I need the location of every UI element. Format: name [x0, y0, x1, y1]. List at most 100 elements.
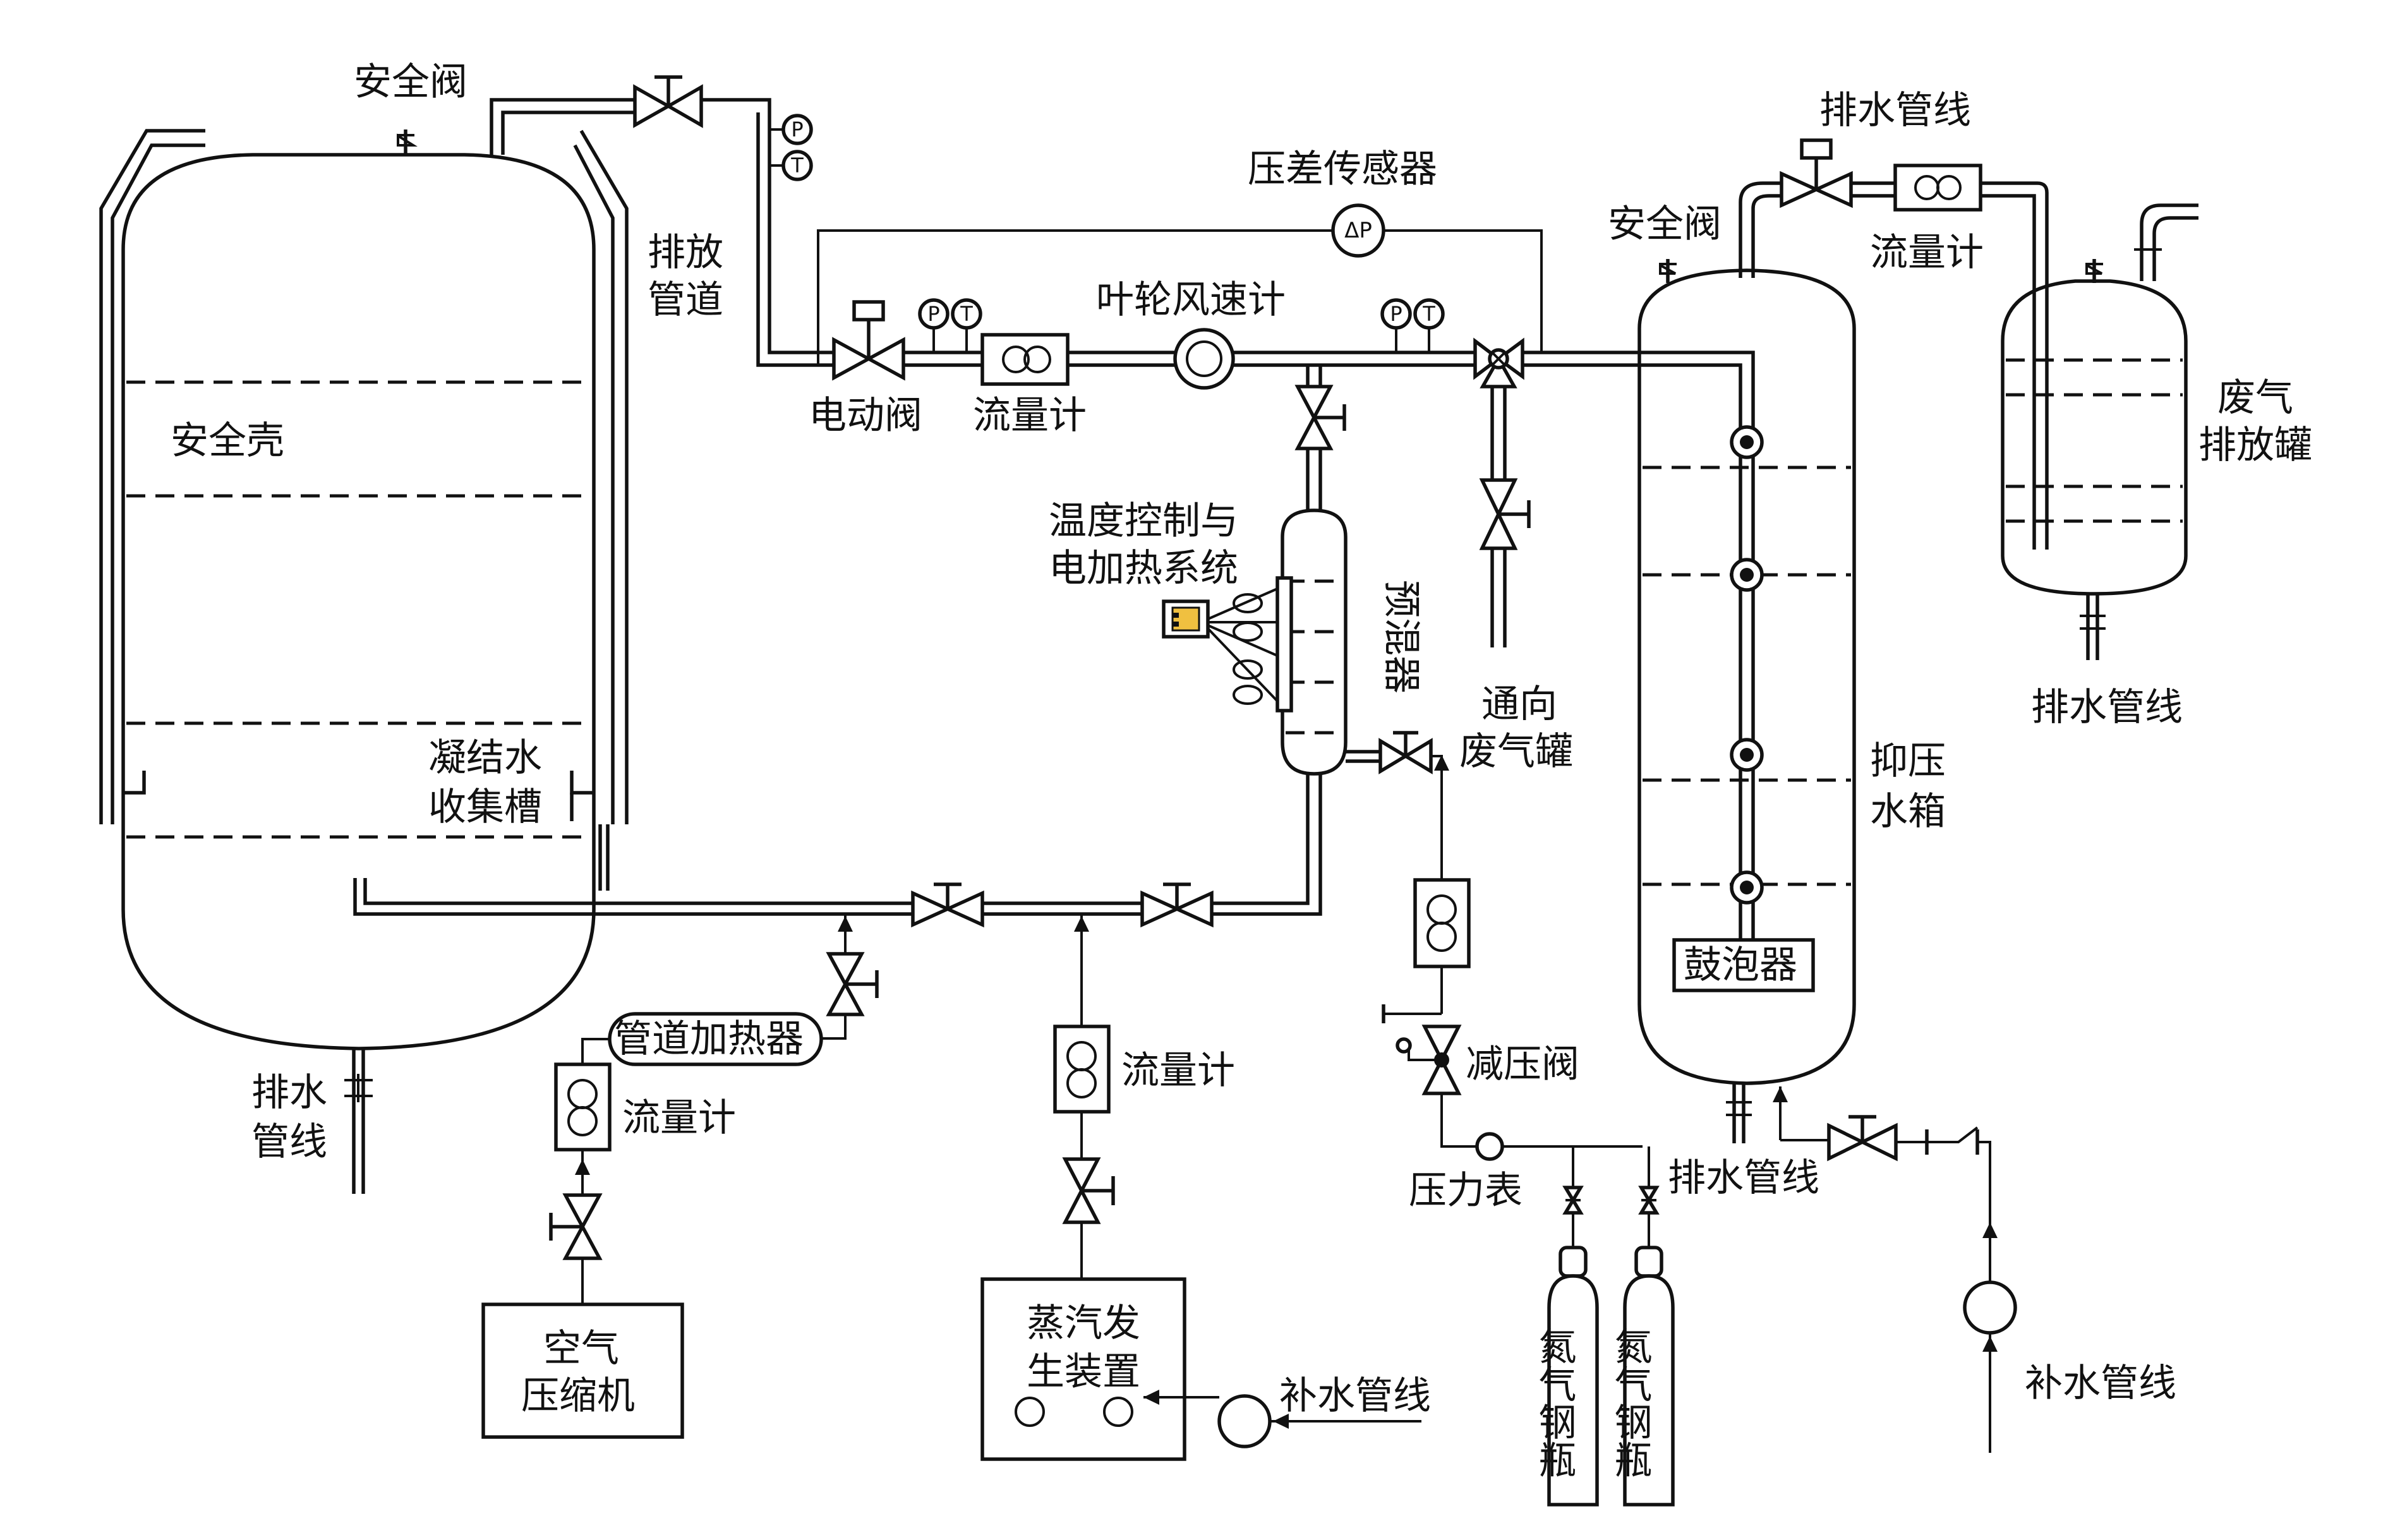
tank-drain-top-valve-icon[interactable]	[1780, 138, 1853, 208]
temp-control-label-2: 电加热系统	[1049, 546, 1238, 591]
steam-generator-box	[980, 1277, 1186, 1461]
air-compressor-label-2: 压缩机	[521, 1374, 635, 1418]
suppression-tank-vessel	[1637, 259, 1856, 1143]
air-flowmeter-icon	[554, 1062, 612, 1152]
steam-makeup-pump-icon	[1217, 1394, 1272, 1448]
premixer-vessel	[1275, 508, 1348, 776]
tank-makeup-label: 补水管线	[2025, 1361, 2176, 1405]
tank-makeup-gate-valve-icon[interactable]	[1827, 1115, 1898, 1162]
air-compressor-box	[481, 1302, 684, 1439]
n2-bottle-1-label: 氮气钢瓶	[1532, 1326, 1576, 1478]
electric-valve-icon[interactable]	[832, 300, 905, 381]
tank-top-outlet	[1739, 138, 2049, 550]
shell-drain-label-2: 管线	[251, 1120, 327, 1164]
steam-makeup-label: 补水管线	[1279, 1374, 1431, 1418]
left-t-symbol: T	[960, 302, 973, 326]
discharge-p-symbol: P	[791, 117, 803, 141]
waste-tank-label-2: 排放罐	[2198, 423, 2312, 467]
steam-generator-label-2: 生装置	[1027, 1350, 1140, 1394]
sparger-nozzle-icon	[1730, 425, 1764, 905]
anemometer-label: 叶轮风速计	[1096, 278, 1286, 322]
discharge-pipe-label-2: 管道	[648, 278, 723, 322]
pt-sensors-left: P T	[918, 298, 982, 352]
air-compressor-label-1: 空气	[543, 1326, 619, 1371]
main-top-pipeline	[903, 351, 1755, 940]
to-waste-tank-line	[1479, 387, 1531, 647]
condensate-trough-label-1: 凝结水	[428, 736, 542, 780]
steam-generator-label-1: 蒸汽发	[1027, 1301, 1140, 1345]
air-compressor-valve-icon[interactable]	[549, 1193, 603, 1260]
pt-sensors-right: P T	[1380, 298, 1445, 352]
tank-top-flowmeter-label: 流量计	[1870, 231, 1984, 275]
steam-supply-branch	[980, 914, 1421, 1461]
n2-cylinder-1-icon	[1547, 1246, 1599, 1507]
tank-drain-top-label: 排水管线	[1819, 88, 1971, 133]
electric-valve-label: 电动阀	[809, 394, 922, 438]
nitrogen-pressure-gauge-icon	[1475, 1132, 1504, 1161]
nitrogen-supply-branch	[1382, 878, 1675, 1507]
discharge-pipe: P T	[490, 75, 834, 367]
three-way-valve-icon[interactable]	[1473, 337, 1524, 388]
waste-gas-tank	[2001, 203, 2198, 660]
shell-drain-label-1: 排水	[251, 1071, 327, 1115]
discharge-gate-valve-icon[interactable]	[633, 75, 703, 128]
top-flowmeter-label: 流量计	[973, 394, 1087, 438]
tank-makeup-pump-icon	[1963, 1280, 2017, 1335]
tank-safety-valve-label: 安全阀	[1608, 202, 1722, 246]
pipe-heater-label: 管道加热器	[614, 1017, 804, 1061]
shell-safety-valve-icon	[397, 129, 418, 155]
to-waste-tank-label-1: 通向	[1481, 682, 1557, 726]
discharge-t-symbol: T	[790, 153, 804, 177]
suppression-tank-label-2: 水箱	[1870, 790, 1946, 834]
discharge-pressure-gauge-icon	[781, 114, 813, 145]
safety-shell-label: 安全壳	[171, 419, 284, 463]
condensate-trough-label-2: 收集槽	[428, 785, 542, 829]
premixer-drop-line	[1294, 365, 1346, 510]
dp-sensor-label: 压差传感器	[1248, 147, 1437, 191]
tank-safety-valve-icon	[1659, 263, 1676, 275]
bubbler-label: 鼓泡器	[1684, 943, 1797, 987]
air-supply-branch	[481, 914, 879, 1439]
air-flowmeter-label: 流量计	[622, 1096, 736, 1140]
top-flowmeter-icon	[980, 333, 1070, 386]
left-p-symbol: P	[927, 302, 939, 326]
anemometer-icon	[1173, 328, 1235, 390]
air-gate-valve-icon[interactable]	[826, 952, 879, 1016]
steam-flowmeter-icon	[1053, 1025, 1111, 1114]
n2-cylinder-2-icon	[1623, 1246, 1675, 1507]
steam-flowmeter-label: 流量计	[1121, 1049, 1235, 1093]
right-p-symbol: P	[1390, 302, 1402, 326]
n2-bottle-valve-1-icon[interactable]	[1562, 1186, 1584, 1215]
waste-drain-label: 排水管线	[2031, 685, 2183, 730]
right-t-symbol: T	[1422, 302, 1435, 326]
temperature-controller-icon	[1162, 587, 1279, 705]
steam-gate-valve-icon[interactable]	[1062, 1157, 1115, 1224]
tank-makeup-water-line	[1773, 1086, 2017, 1453]
tank-drain-bottom-label: 排水管线	[1668, 1156, 1819, 1200]
bubbler-box	[1672, 938, 1815, 992]
dp-symbol: ΔP	[1344, 218, 1372, 243]
discharge-pipe-label-1: 排放	[648, 231, 723, 275]
waste-line-gate-valve-icon[interactable]	[1479, 478, 1531, 550]
suppression-tank-label-1: 抑压	[1870, 739, 1946, 783]
dp-sensor-icon	[1331, 203, 1385, 258]
n2-bottle-valve-2-icon[interactable]	[1638, 1186, 1660, 1215]
feed-gate-valve-1-icon[interactable]	[911, 882, 984, 928]
waste-tank-label-1: 废气	[2217, 376, 2293, 420]
feed-gate-valve-2-icon[interactable]	[1140, 882, 1214, 928]
to-waste-tank-label-2: 废气罐	[1459, 730, 1573, 774]
discharge-temperature-sensor-icon	[781, 150, 813, 181]
premixer-side-gate-valve-icon[interactable]	[1378, 731, 1433, 774]
tank-top-flowmeter-icon	[1893, 164, 1982, 212]
nitrogen-flowmeter-icon	[1413, 878, 1471, 968]
bottom-feed-line	[353, 774, 1322, 928]
premixer-side-inlet	[1346, 731, 1449, 880]
check-valve-icon[interactable]	[1925, 1126, 1979, 1155]
dp-sensor-loop: ΔP	[817, 203, 1543, 365]
pressure-gauge-label: 压力表	[1409, 1169, 1523, 1213]
premixer-inlet-gate-valve-icon[interactable]	[1294, 385, 1346, 450]
temp-control-label-1: 温度控制与	[1049, 499, 1238, 543]
safety-shell-vessel	[99, 129, 629, 1194]
pressure-reducing-valve-icon[interactable]	[1396, 1025, 1462, 1095]
